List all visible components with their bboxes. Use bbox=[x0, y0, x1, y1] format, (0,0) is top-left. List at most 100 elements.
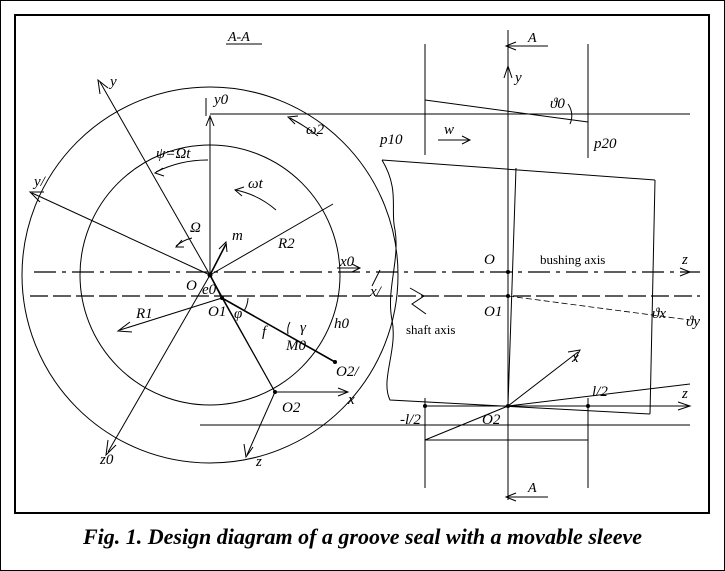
label-y: y bbox=[108, 74, 117, 90]
omega-arrowhead bbox=[174, 239, 184, 248]
label-y0: y0 bbox=[212, 92, 229, 108]
x-bottom-arrowhead bbox=[337, 387, 350, 397]
longitudinal-view bbox=[210, 30, 692, 502]
label-y-right: y bbox=[513, 70, 522, 86]
section-a-top-arrowhead bbox=[504, 41, 517, 51]
label-z0: z0 bbox=[99, 452, 114, 468]
label-shaft-axis: shaft axis bbox=[406, 322, 455, 337]
label-theta-y: ϑy bbox=[686, 314, 700, 330]
z0-axis bbox=[107, 274, 211, 453]
label-p20: p20 bbox=[593, 136, 617, 152]
label-e0: e0 bbox=[202, 282, 217, 298]
z-axis-bottom bbox=[246, 391, 276, 456]
shaft-tilted-section bbox=[507, 167, 517, 406]
label-y-prime: y/ bbox=[32, 174, 47, 190]
omega-arc bbox=[175, 237, 193, 247]
o1-to-o2prime-line bbox=[221, 297, 336, 363]
z0-arrowhead bbox=[105, 439, 117, 457]
section-mark-top: A bbox=[527, 31, 537, 46]
label-x-bottom: x bbox=[347, 392, 355, 408]
section-mark-bottom: A bbox=[527, 481, 537, 496]
m-vector bbox=[209, 243, 227, 276]
label-m0: M0 bbox=[285, 338, 306, 354]
taper-line-upper bbox=[424, 405, 509, 441]
tilted-lower-line bbox=[507, 383, 691, 407]
label-bushing-axis: bushing axis bbox=[540, 252, 605, 267]
x-prime-arrow bbox=[371, 269, 381, 287]
label-z-bottom-right: z bbox=[681, 386, 688, 402]
label-psi: ψ=Ωt bbox=[156, 146, 191, 162]
point-minus-l-half bbox=[423, 404, 427, 408]
r1-arrowhead bbox=[116, 321, 133, 333]
psi-arrowhead bbox=[153, 167, 165, 177]
label-r2: R2 bbox=[277, 236, 295, 252]
sleeve-tilt-line bbox=[424, 99, 589, 123]
center-o bbox=[207, 272, 213, 278]
omega-t-arc bbox=[235, 189, 277, 211]
label-z: z bbox=[255, 454, 262, 470]
point-l-half bbox=[586, 404, 590, 408]
x0-arrowhead bbox=[351, 263, 362, 273]
omega2-arrowhead bbox=[286, 115, 299, 125]
x-right-arrowhead bbox=[567, 349, 581, 362]
label-x-right: x bbox=[571, 350, 579, 366]
y-axis bbox=[99, 81, 211, 276]
omega-t-arrowhead bbox=[234, 186, 245, 197]
label-o1-right: O1 bbox=[484, 304, 502, 320]
phi-arc bbox=[243, 297, 249, 312]
center-o1 bbox=[220, 296, 224, 300]
cross-section-view bbox=[21, 78, 700, 464]
point-o1-right bbox=[506, 294, 510, 298]
figure-caption: Fig. 1. Design diagram of a groove seal … bbox=[82, 524, 643, 549]
point-o-right bbox=[506, 270, 510, 274]
label-h0: h0 bbox=[334, 316, 350, 332]
shaft-right-edge bbox=[649, 179, 656, 415]
label-x-prime: x/ bbox=[369, 284, 383, 300]
label-o2-left: O2 bbox=[282, 400, 301, 416]
y0-arrowhead bbox=[205, 114, 215, 127]
point-o2-prime bbox=[333, 360, 337, 364]
label-omega2: ω2 bbox=[306, 122, 325, 138]
label-m: m bbox=[232, 228, 243, 244]
shaft-axis-pointer bbox=[409, 287, 427, 315]
x-axis-right bbox=[507, 351, 579, 407]
label-phi: φ bbox=[234, 306, 242, 322]
z-top-arrowhead bbox=[679, 267, 692, 277]
tilted-shaft-axis bbox=[507, 295, 691, 321]
outer-circle-r2 bbox=[21, 86, 399, 464]
o1-to-o2-line bbox=[221, 297, 276, 393]
label-x0: x0 bbox=[339, 254, 355, 270]
label-o-right: O bbox=[484, 252, 495, 268]
label-o2-prime: O2/ bbox=[336, 364, 360, 380]
label-r1: R1 bbox=[135, 306, 153, 322]
r1-radius bbox=[119, 297, 223, 331]
label-o-left: O bbox=[186, 278, 197, 294]
diagram-panel bbox=[14, 14, 710, 514]
theta0-arc bbox=[567, 103, 573, 125]
m-arrowhead bbox=[218, 240, 228, 253]
y-prime-axis bbox=[31, 192, 211, 276]
y-arrowhead bbox=[97, 78, 109, 95]
section-a-bottom-arrowhead bbox=[504, 492, 517, 502]
section-label: A-A bbox=[227, 30, 250, 45]
z-bottom-arrowhead bbox=[243, 443, 254, 459]
label-theta0: ϑ0 bbox=[550, 96, 565, 112]
label-z-top: z bbox=[681, 252, 688, 268]
point-o2-left bbox=[273, 390, 277, 394]
shaft-body-outline bbox=[381, 159, 656, 415]
label-o2-right: O2 bbox=[482, 412, 501, 428]
label-big-omega: Ω bbox=[190, 220, 201, 236]
label-p10: p10 bbox=[379, 132, 403, 148]
y-prime-arrowhead bbox=[28, 191, 44, 203]
e0-segment bbox=[209, 274, 223, 299]
gamma-arc bbox=[287, 321, 291, 335]
label-o1-left: O1 bbox=[208, 304, 226, 320]
label-omega-t: ωt bbox=[248, 176, 264, 192]
point-o2-right bbox=[506, 404, 510, 408]
w-arrowhead bbox=[461, 135, 472, 145]
label-w: w bbox=[444, 122, 454, 138]
r2-radius bbox=[209, 203, 334, 276]
label-minus-l-half: -l/2 bbox=[400, 412, 421, 428]
label-l-half: l/2 bbox=[592, 384, 608, 400]
